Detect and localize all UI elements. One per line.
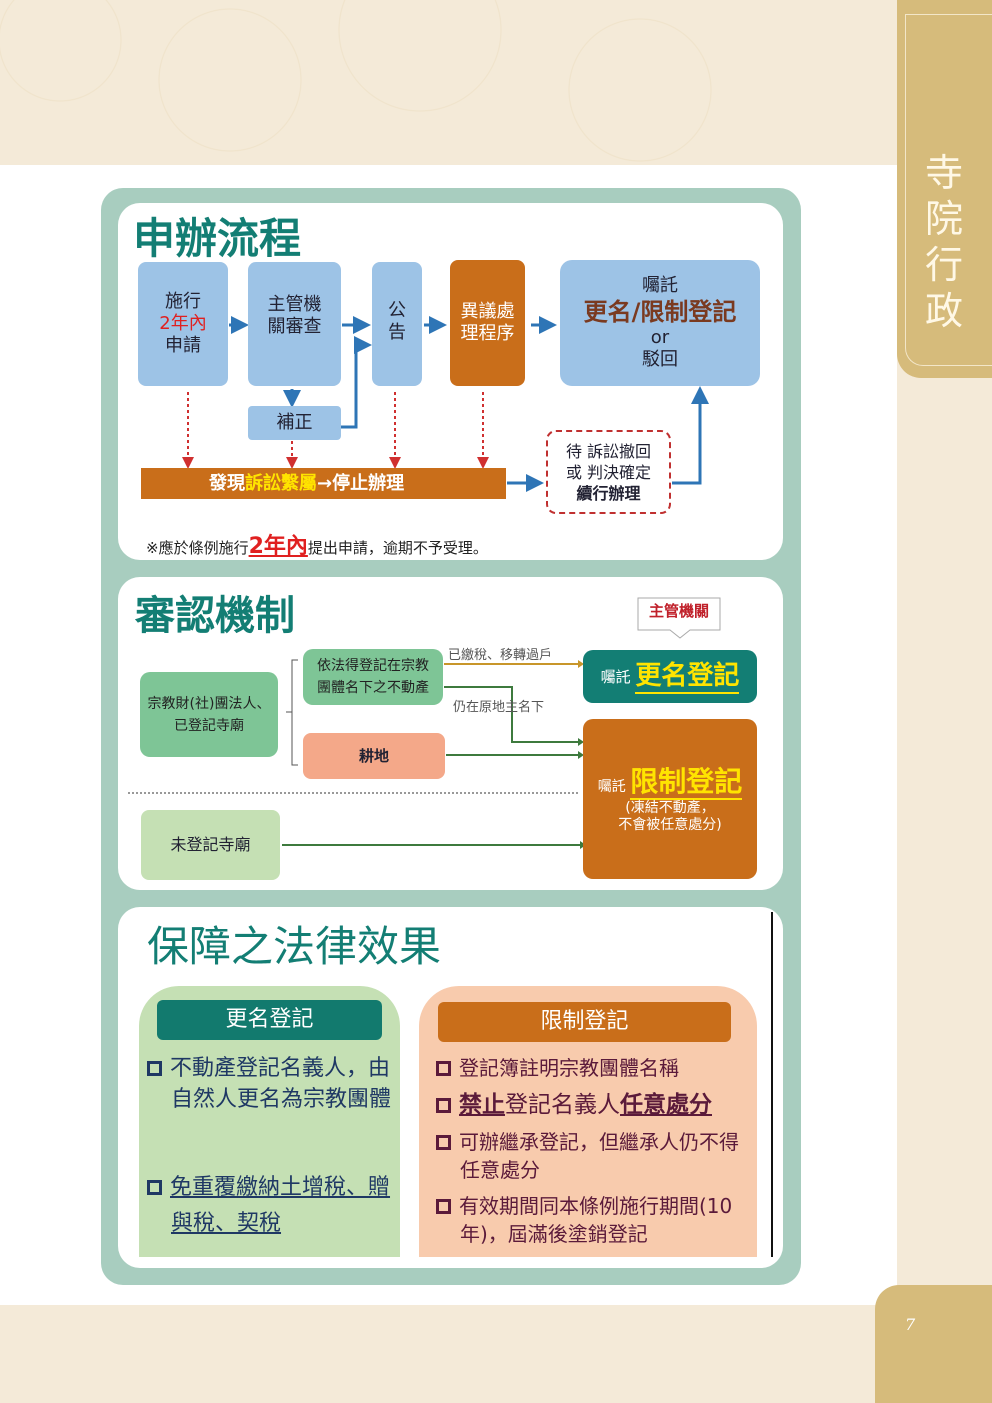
deadline-note: ※應於條例施行2年內提出申請，逾期不予受理。 <box>146 528 488 560</box>
divider <box>771 912 773 1257</box>
chapter-tab: 寺院行政 <box>897 0 992 378</box>
note-prefix: ※應於條例施行 <box>146 539 249 557</box>
rename-prefix: 囑託 <box>600 667 631 686</box>
checkbox-icon <box>436 1135 451 1150</box>
step-apply: 施行 2年內 申請 <box>138 262 228 386</box>
restrict-effect-item: 登記簿註明宗教團體名稱 <box>436 1053 751 1084</box>
correction-label: 補正 <box>276 412 313 433</box>
rename-effect-item: 不動產登記名義人，由自然人更名為宗教團體 <box>147 1053 392 1115</box>
header-background <box>0 0 897 165</box>
rename-main: 更名登記 <box>635 660 740 694</box>
review-arrows <box>128 597 721 849</box>
restrict-note1: (凍結不動產， <box>625 800 715 816</box>
litigation-bar: 發現訴訟繫屬→停止辦理 <box>141 468 506 499</box>
rename-effect-header: 更名登記 <box>157 1000 382 1040</box>
step-review-line1: 主管機 <box>267 294 322 315</box>
step-correction: 補正 <box>248 406 341 440</box>
restrict-note2: 不會被任意處分) <box>618 817 722 833</box>
step-apply-line3: 申請 <box>165 335 201 356</box>
section-title: 申辦流程 <box>133 214 302 263</box>
item-text: 免重覆繳納土增稅、贈與稅、契稅 <box>170 1175 391 1236</box>
restrict-main: 限制登記 <box>630 765 743 800</box>
checkbox-icon <box>436 1061 451 1076</box>
result-or: or <box>650 327 670 348</box>
registered-entity-box: 宗教財(社)團法人、已登記寺廟 <box>140 672 278 757</box>
item-text: 有效期間同本條例施行期間(10年)，屆滿後塗銷登記 <box>459 1194 733 1246</box>
path-tax-paid: 已繳稅、移轉過戶 <box>448 648 553 663</box>
farmland-box: 耕地 <box>303 733 445 779</box>
pending-line3: 續行辦理 <box>576 483 641 503</box>
bar-highlight: 訴訟繫屬 <box>245 473 317 494</box>
unregistered-temple-box: 未登記寺廟 <box>141 810 280 880</box>
step-result: 囑託 更名/限制登記 or 駁回 <box>560 260 760 386</box>
pending-line1: 待 訴訟撤回 <box>565 441 652 461</box>
item-text: 登記簿註明宗教團體名稱 <box>459 1056 679 1080</box>
chapter-title: 寺院行政 <box>924 151 963 333</box>
step-review-line2: 關審查 <box>267 316 322 337</box>
rename-registration-box: 囑託 更名登記 <box>583 650 757 703</box>
checkbox-icon <box>436 1199 451 1214</box>
section-title: 保障之法律效果 <box>147 922 442 971</box>
step-objection-line1: 異議處 <box>460 301 515 322</box>
item-text: 不動產登記名義人，由自然人更名為宗教團體 <box>170 1056 392 1112</box>
pending-box: 待 訴訟撤回或 判決確定續行辦理 <box>546 430 671 514</box>
pending-line2: 或 判決確定 <box>565 462 652 482</box>
restrict-registration-box: 囑託 限制登記 (凍結不動產，不會被任意處分) <box>583 719 757 879</box>
page-number: 7 <box>905 1315 916 1334</box>
bar-prefix: 發現 <box>209 473 245 494</box>
step-objection-line2: 理程序 <box>460 323 515 344</box>
step-announce-line1: 公 <box>388 300 406 321</box>
item-text-prohibit: 禁止 <box>459 1092 505 1118</box>
process-arrows <box>182 316 709 492</box>
restrict-effect-item: 禁止登記名義人任意處分 <box>436 1090 751 1121</box>
bar-suffix: →停止辦理 <box>317 473 405 494</box>
step-apply-line1: 施行 <box>165 291 201 312</box>
result-reject: 駁回 <box>642 349 678 370</box>
authority-label: 主管機關 <box>648 602 709 620</box>
item-text: 可辦繼承登記，但繼承人仍不得任意處分 <box>459 1130 739 1182</box>
step-announce: 公告 <box>372 262 422 386</box>
path-original-owner: 仍在原地主名下 <box>453 700 545 715</box>
rename-effect-item: 免重覆繳納土增稅、贈與稅、契稅 <box>147 1170 392 1242</box>
note-suffix: 提出申請，逾期不予受理。 <box>307 539 488 557</box>
step-review: 主管機關審查 <box>248 262 341 386</box>
step-objection: 異議處理程序 <box>450 260 525 386</box>
step-apply-deadline: 2年內 <box>159 313 207 334</box>
item-text: 登記名義人 <box>505 1092 620 1118</box>
property-box: 依法得登記在宗教團體名下之不動產 <box>303 649 443 705</box>
restrict-effect-item: 可辦繼承登記，但繼承人仍不得任意處分 <box>436 1128 751 1184</box>
result-entrust: 囑託 <box>642 275 678 296</box>
page-number-tab: 7 <box>875 1285 992 1403</box>
note-highlight: 2年內 <box>248 534 308 559</box>
restrict-effect-header: 限制登記 <box>438 1002 731 1042</box>
section-title: 審認機制 <box>135 593 295 639</box>
restrict-effect-item: 有效期間同本條例施行期間(10年)，屆滿後塗銷登記 <box>436 1192 751 1248</box>
item-text-dispose: 任意處分 <box>620 1092 712 1118</box>
checkbox-icon <box>436 1098 451 1113</box>
checkbox-icon <box>147 1180 162 1195</box>
step-announce-line2: 告 <box>388 322 406 343</box>
result-registration: 更名/限制登記 <box>583 298 737 326</box>
checkbox-icon <box>147 1061 162 1076</box>
restrict-prefix: 囑託 <box>597 779 626 795</box>
